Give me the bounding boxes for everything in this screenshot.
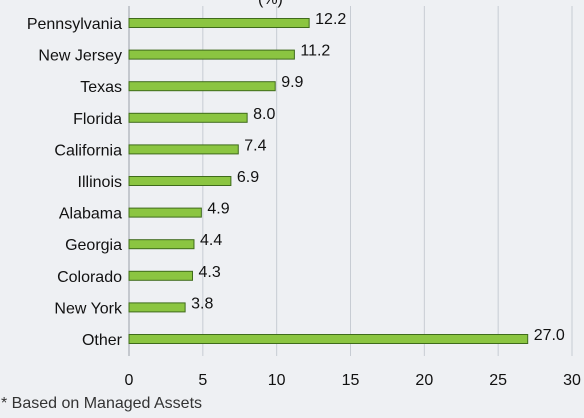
data-label: 4.4	[200, 232, 222, 249]
data-label: 8.0	[253, 106, 275, 123]
category-label: New Jersey	[38, 48, 122, 65]
chart-title-fragment: (%)	[258, 0, 283, 9]
category-label: Georgia	[65, 237, 122, 254]
bar	[128, 18, 310, 28]
data-label: 6.9	[237, 169, 259, 186]
bar	[128, 207, 202, 218]
category-label: Texas	[80, 79, 122, 96]
x-tick-label: 30	[563, 372, 581, 389]
x-tick-label: 15	[342, 372, 360, 389]
x-tick-label: 10	[268, 372, 286, 389]
bar	[128, 176, 232, 186]
category-label: California	[54, 142, 122, 159]
data-label: 7.4	[244, 137, 266, 154]
x-tick-label: 0	[125, 372, 134, 389]
category-label: Alabama	[59, 206, 122, 223]
bar	[128, 112, 248, 123]
category-label: Illinois	[78, 174, 122, 191]
category-label: Florida	[73, 111, 122, 128]
data-label: 12.2	[315, 11, 346, 28]
bar	[128, 239, 195, 250]
category-label: Pennsylvania	[27, 16, 122, 33]
category-label: Other	[82, 332, 123, 349]
data-label: 11.2	[300, 43, 330, 60]
bar	[128, 302, 186, 313]
data-label: 4.9	[207, 201, 229, 218]
footnote: * Based on Managed Assets	[1, 395, 203, 412]
x-tick-label: 20	[415, 372, 433, 389]
data-label: 9.9	[281, 74, 303, 91]
data-label: 3.8	[191, 295, 213, 312]
data-label: 27.0	[534, 327, 565, 344]
x-tick-label: 5	[198, 372, 207, 389]
bar	[128, 334, 529, 344]
bar	[128, 270, 193, 281]
bar	[128, 49, 295, 60]
bar	[128, 81, 276, 92]
x-tick-label: 25	[489, 372, 507, 389]
category-label: Colorado	[57, 269, 122, 286]
bar	[128, 144, 239, 155]
category-label: New York	[54, 300, 123, 317]
data-label: 4.3	[198, 264, 220, 281]
